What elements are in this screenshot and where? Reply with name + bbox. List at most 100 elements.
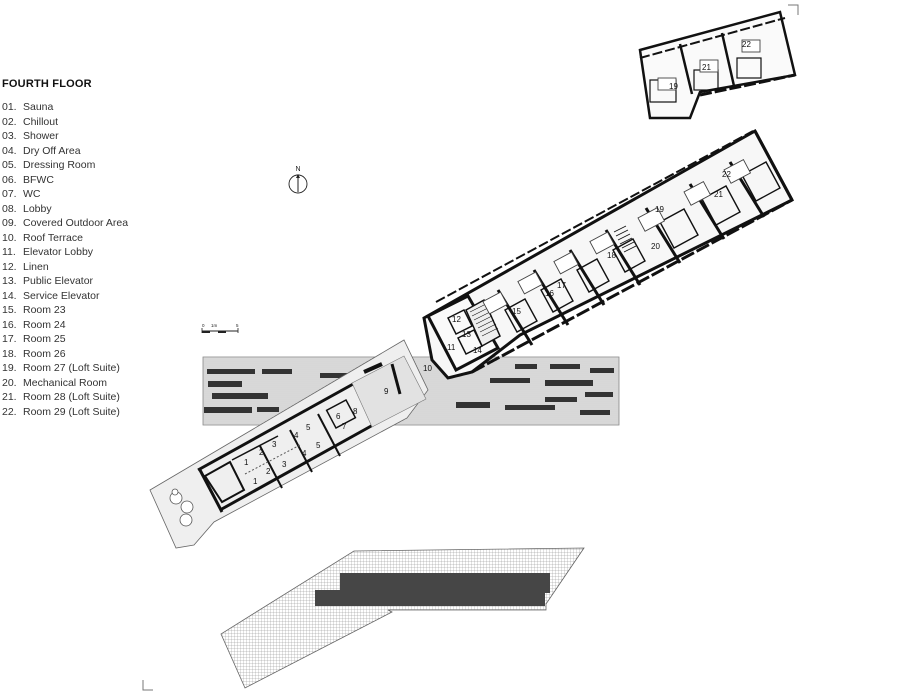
scale-one: 1m <box>211 323 218 328</box>
legend-item-label: Sauna <box>23 101 54 113</box>
legend-item: 10. Roof Terrace <box>2 231 192 246</box>
tag-room-15: 15 <box>512 307 521 316</box>
legend-item-label: Room 25 <box>23 333 66 345</box>
legend-item-number: 09. <box>2 217 17 229</box>
legend-item-number: 22. <box>2 405 17 418</box>
legend-item: 04. Dry Off Area <box>2 144 192 159</box>
legend-item: 13. Public Elevator <box>2 274 192 289</box>
legend-item-number: 07. <box>2 188 17 200</box>
legend-item-label: Room 29 (Loft Suite) <box>23 405 120 418</box>
legend-item-label: Room 28 (Loft Suite) <box>23 391 120 403</box>
legend-item: 05. Dressing Room <box>2 158 192 173</box>
legend-item-number: 21. <box>2 391 17 403</box>
legend-item: 18. Room 26 <box>2 347 192 362</box>
tag-bfwc-6: 6 <box>336 412 341 421</box>
legend-item-number: 08. <box>2 202 17 215</box>
tag-terrace-10: 10 <box>423 364 432 373</box>
main-building <box>149 128 795 549</box>
legend-item-label: Linen <box>23 260 49 273</box>
legend-item-label: Roof Terrace <box>23 231 83 244</box>
north-label: N <box>295 166 300 173</box>
legend-title: FOURTH FLOOR <box>2 78 92 90</box>
legend-item: 20.Mechanical Room <box>2 376 192 391</box>
legend-item: 14.Service Elevator <box>2 289 192 304</box>
legend-item-label: Mechanical Room <box>23 376 108 389</box>
tag-lobby-8: 8 <box>353 407 358 416</box>
legend-item-label: Service Elevator <box>23 289 100 302</box>
legend-item-label: Dry Off Area <box>23 144 81 157</box>
tag-room-18: 18 <box>607 251 616 260</box>
tag-dry-4a: 4 <box>294 431 299 440</box>
tag-inset-21: 21 <box>702 63 711 72</box>
tag-covered-9: 9 <box>384 387 389 396</box>
legend-item-label: Covered Outdoor Area <box>23 217 129 229</box>
legend-item-number: 04. <box>2 144 17 157</box>
tag-inset-22: 22 <box>742 40 751 49</box>
tag-inset-19: 19 <box>669 82 678 91</box>
loft-inset <box>638 10 797 120</box>
legend-item: 21. Room 28 (Loft Suite) <box>2 390 192 405</box>
legend-item: 15.Room 23 <box>2 303 192 318</box>
scale-bar: 0 1m 5 <box>201 323 239 333</box>
tag-chill-2a: 2 <box>259 448 264 457</box>
tag-room-22: 22 <box>722 170 731 179</box>
legend-item: 03. Shower <box>2 129 192 144</box>
scale-five: 5 <box>236 323 239 328</box>
tag-dress-5b: 5 <box>316 441 321 450</box>
tag-chill-2b: 2 <box>266 467 271 476</box>
tag-sauna-1b: 1 <box>253 477 258 486</box>
legend-item: 12. Linen <box>2 260 192 275</box>
legend-item-number: 11. <box>2 246 16 258</box>
legend-item-label: WC <box>23 188 41 200</box>
tag-sauna-1a: 1 <box>244 458 249 467</box>
legend-item: 22. Room 29 (Loft Suite) <box>2 405 192 420</box>
legend-list: 01. Sauna 02. Chillout 03. Shower 04. Dry Off A… <box>2 100 192 419</box>
legend-item-number: 03. <box>2 130 17 142</box>
legend-item-label: Lobby <box>23 202 52 215</box>
scale-zero: 0 <box>202 323 205 328</box>
legend-item: 02. Chillout <box>2 115 192 130</box>
legend-item-number: 19. <box>2 362 17 374</box>
tag-room-19: 19 <box>655 205 664 214</box>
tag-room-17: 17 <box>557 281 566 290</box>
legend-item-label: Elevator Lobby <box>23 246 94 258</box>
legend-item: 11. Elevator Lobby <box>2 245 192 260</box>
legend-item: 19. Room 27 (Loft Suite) <box>2 361 192 376</box>
legend-item-number: 12. <box>2 260 17 273</box>
legend-item: 06.BFWC <box>2 173 192 188</box>
legend-item-label: Room 27 (Loft Suite) <box>23 362 120 374</box>
tag-shower-3a: 3 <box>272 440 277 449</box>
legend-item-number: 10. <box>2 231 17 244</box>
legend-item-label: Public Elevator <box>23 275 94 287</box>
legend-item: 09. Covered Outdoor Area <box>2 216 192 231</box>
legend-item-label: Room 26 <box>23 347 66 360</box>
legend-item: 08. Lobby <box>2 202 192 217</box>
legend-item-number: 13. <box>2 275 17 287</box>
tag-dress-5a: 5 <box>306 423 311 432</box>
lower-roof <box>220 547 585 689</box>
legend-item-number: 17. <box>2 333 17 345</box>
legend-item: 01. Sauna <box>2 100 192 115</box>
tag-pub-elev-13: 13 <box>462 330 471 339</box>
legend-item: 16.Room 24 <box>2 318 192 333</box>
tag-svc-elev-14: 14 <box>473 346 482 355</box>
legend-item-number: 02. <box>2 115 17 128</box>
legend-item-label: Shower <box>23 130 59 142</box>
tag-mech-20: 20 <box>651 242 660 251</box>
tag-wc-7: 7 <box>342 422 347 431</box>
legend-item-number: 18. <box>2 347 17 360</box>
legend-item-label: Chillout <box>23 115 59 128</box>
legend-item: 07. WC <box>2 187 192 202</box>
legend-item-label: BFWC <box>23 173 54 186</box>
legend-item-number: 01. <box>2 101 17 113</box>
tag-elev-lobby-11: 11 <box>447 343 456 352</box>
north-arrow: N <box>288 166 308 194</box>
legend-item-number: 05. <box>2 159 17 171</box>
tag-room-21: 21 <box>714 190 723 199</box>
legend-item: 17. Room 25 <box>2 332 192 347</box>
legend-item-label: Dressing Room <box>23 159 96 171</box>
tag-dry-4b: 4 <box>302 449 307 458</box>
legend-item-number: 16. <box>2 318 17 331</box>
crop-marks <box>142 4 799 691</box>
